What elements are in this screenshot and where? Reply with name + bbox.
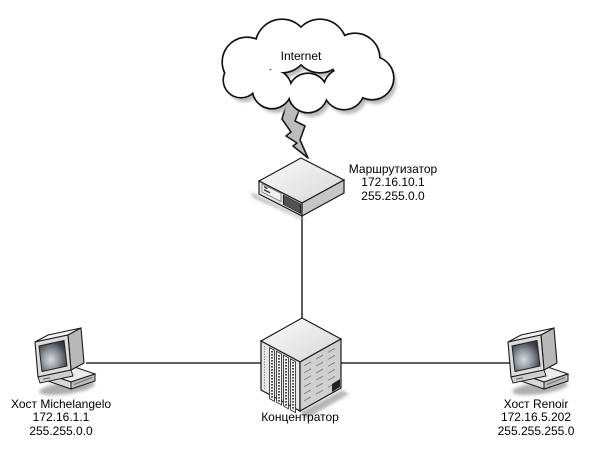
- lightning-bolt-icon: [281, 101, 309, 159]
- host-left-name: Хост Michelangelo: [10, 397, 112, 411]
- host-right-label-block: Хост Renoir 172.16.5.202 255.255.255.0: [497, 397, 575, 438]
- connection-lines: [86, 214, 514, 364]
- host-left-ip: 172.16.1.1: [32, 410, 90, 425]
- router-vent-grille: [283, 194, 301, 214]
- hub-card-slot-lines: [271, 351, 294, 410]
- host-right-icon: [508, 328, 569, 398]
- router-ip: 172.16.10.1: [361, 175, 425, 190]
- hub-shadow: [300, 390, 349, 419]
- router-panel-marks: [263, 186, 271, 194]
- hub-icon: [259, 317, 349, 419]
- hub-power-connector: [332, 379, 340, 392]
- router-side-face: [301, 178, 345, 218]
- hub-side-face: [299, 337, 342, 413]
- host-left-mask: 255.255.0.0: [29, 423, 93, 438]
- router-mask: 255.255.0.0: [361, 188, 425, 203]
- internet-cloud: [221, 18, 397, 117]
- host-right-ip: 172.16.5.202: [500, 410, 572, 425]
- cloud-body: [223, 20, 393, 112]
- router-icon: [250, 157, 346, 221]
- router-label-block: Маршрутизатор 172.16.10.1 255.255.0.0: [348, 162, 438, 203]
- router-name: Маршрутизатор: [348, 162, 438, 176]
- router-shadow: [250, 192, 306, 221]
- hub-label: Концентратор: [261, 410, 339, 424]
- host-right-mask: 255.255.255.0: [497, 423, 575, 438]
- host-left-label-block: Хост Michelangelo 172.16.1.1 255.255.0.0: [10, 397, 112, 438]
- hub-vent-dashes: [303, 347, 336, 402]
- internet-label: Internet: [280, 49, 322, 63]
- router-grille-ribs: [284, 196, 300, 213]
- host-right-name: Хост Renoir: [503, 397, 569, 411]
- hub-card-slots: [269, 346, 296, 414]
